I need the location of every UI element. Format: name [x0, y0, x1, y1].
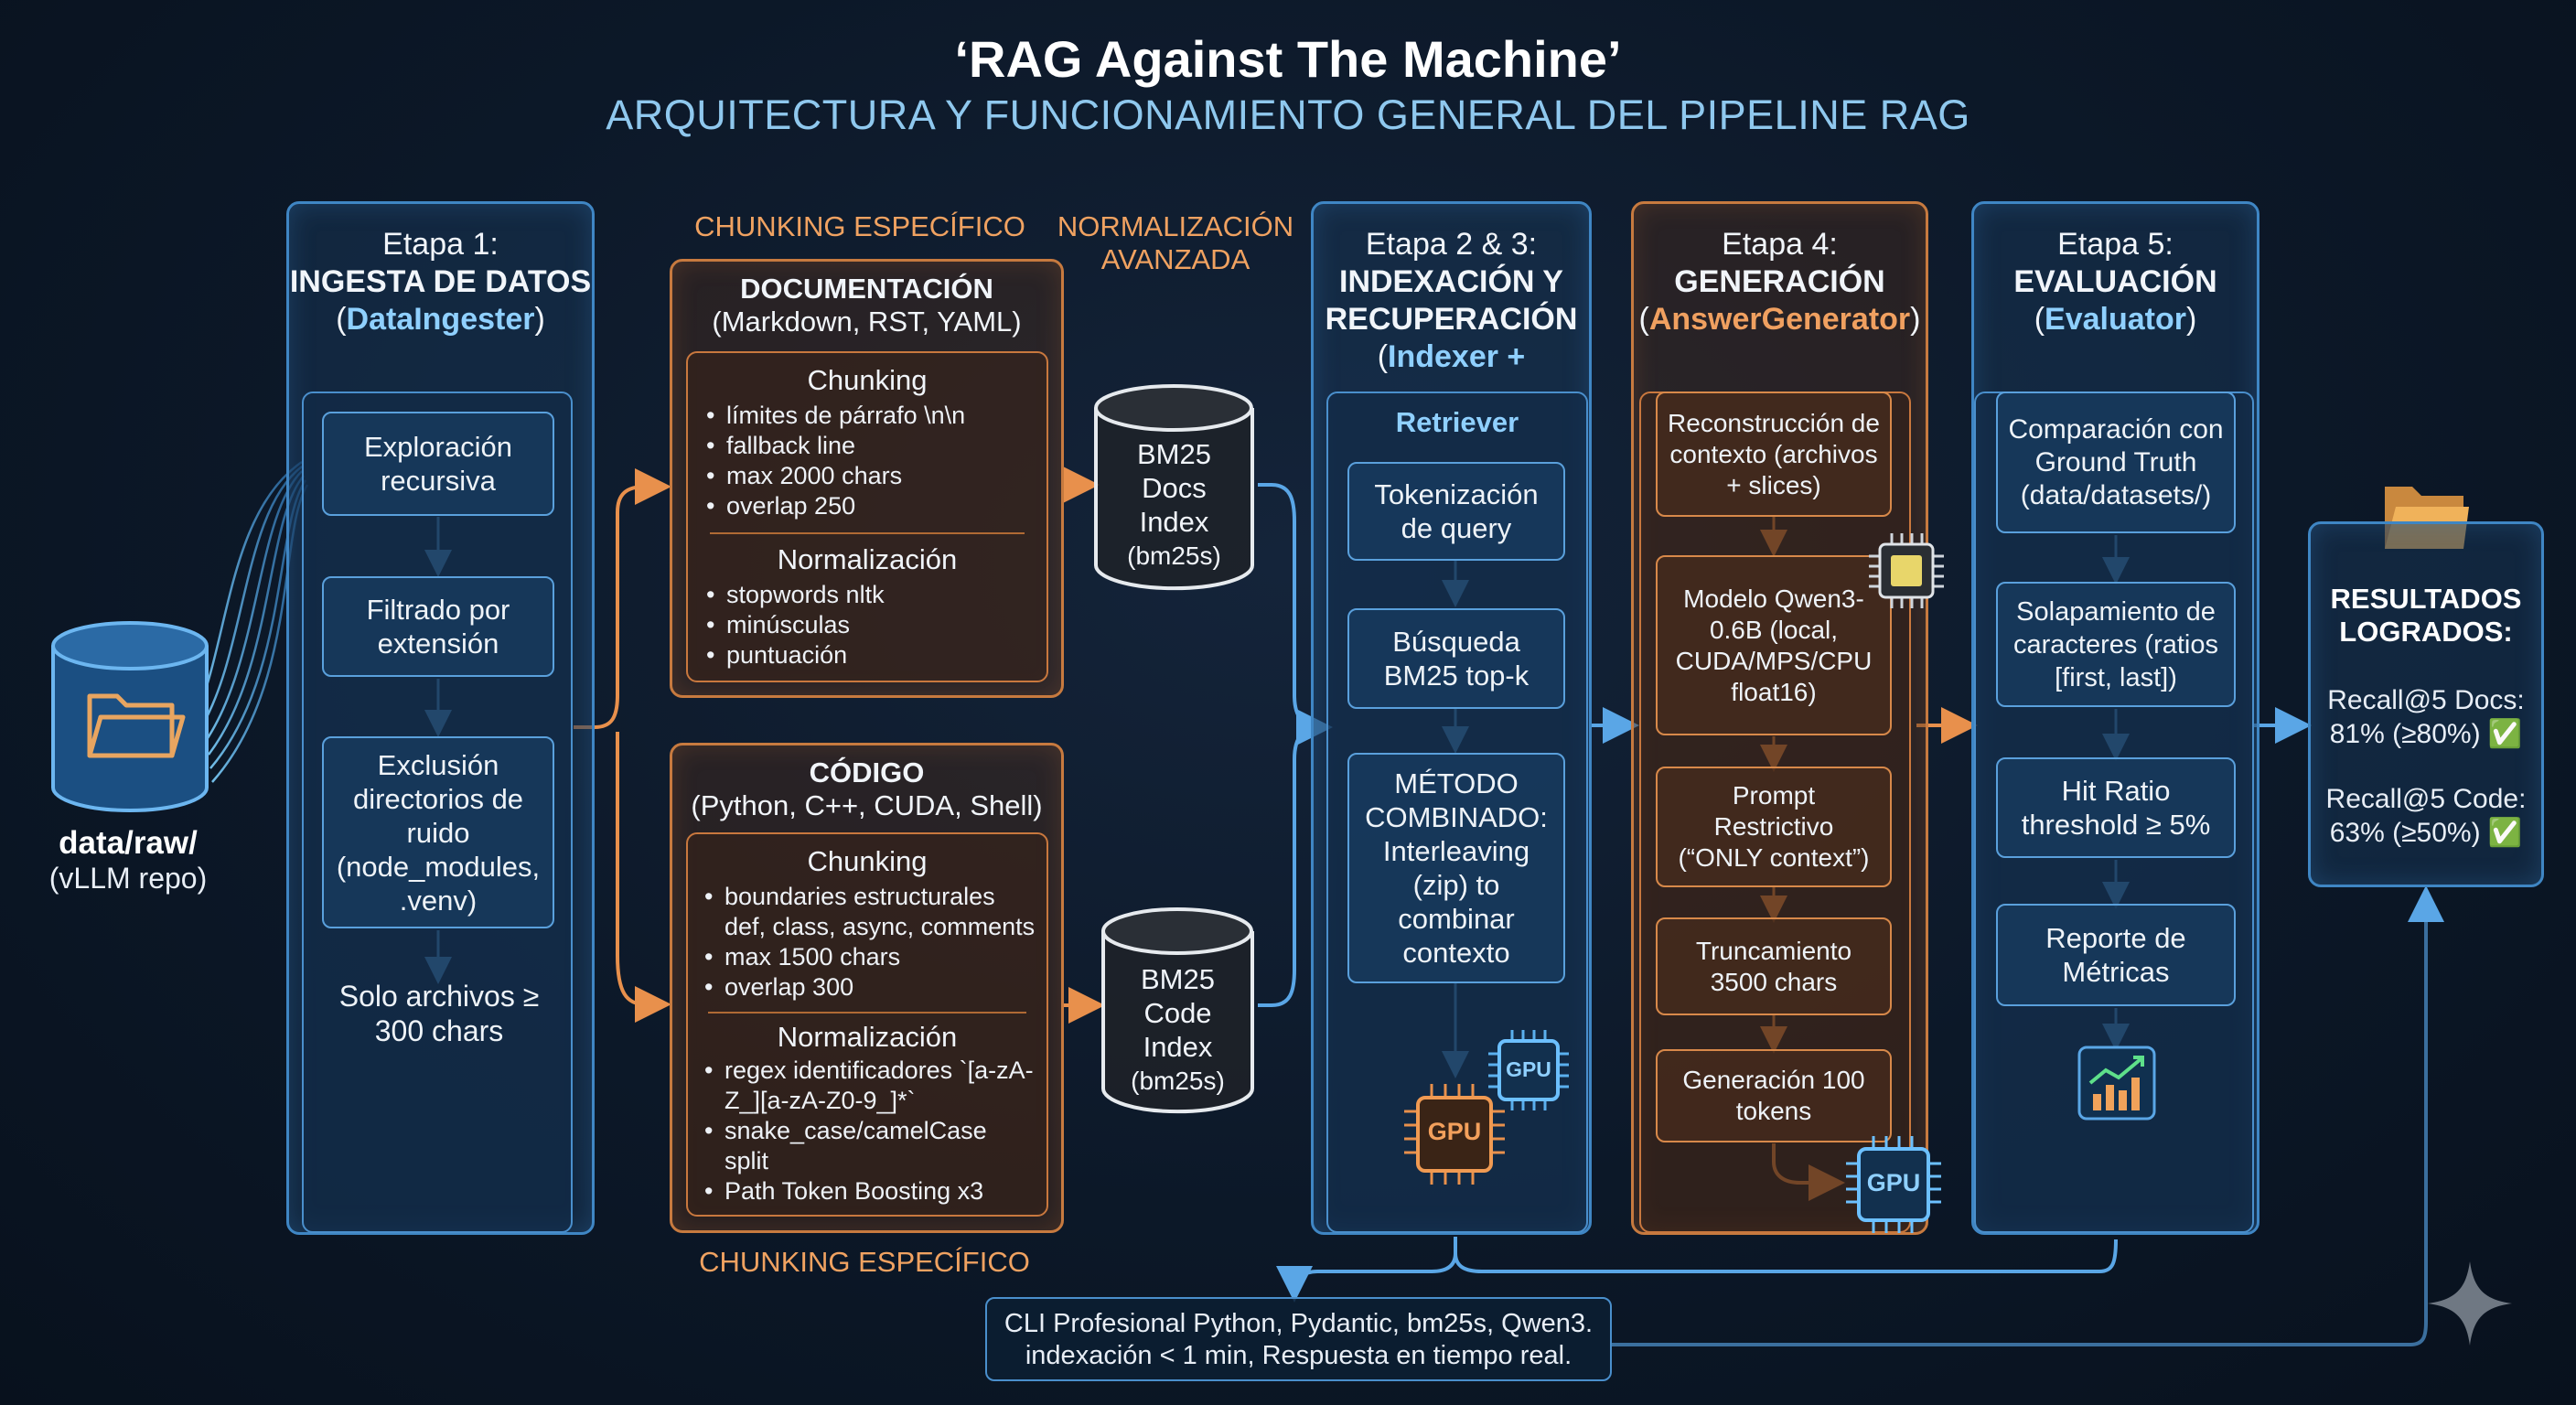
stage4-heading: Etapa 4:: [1722, 227, 1838, 262]
divider: [710, 532, 1025, 534]
source-label: data/raw/ (vLLM repo): [18, 825, 238, 896]
list-item: Path Token Boosting x3: [699, 1176, 1036, 1207]
bm25-code-index: BM25 Code Index (bm25s): [1098, 906, 1258, 1118]
divider: [708, 1012, 1026, 1014]
stage1-class: DataIngester: [346, 302, 535, 337]
stage23-heading: Etapa 2 & 3:: [1365, 227, 1538, 262]
stage5-class: Evaluator: [2045, 302, 2186, 337]
results-docs: Recall@5 Docs: 81% (≥80%) ✅: [2327, 685, 2525, 749]
code-chunking-list: boundaries estructurales def, class, asy…: [699, 882, 1036, 1003]
stage1-heading: Etapa 1:: [382, 227, 499, 262]
stage5-step-comparacion: Comparación con Ground Truth (data/datas…: [1996, 391, 2236, 533]
stage23-step-busqueda: Búsqueda BM25 top-k: [1347, 608, 1565, 709]
source-database: [46, 618, 215, 815]
stage4-header: Etapa 4: GENERACIÓN (AnswerGenerator): [1634, 226, 1926, 338]
stage4-step-prompt: Prompt Restrictivo (“ONLY context”): [1656, 767, 1892, 887]
list-item: overlap 300: [699, 972, 1036, 1003]
chunking-top-label: CHUNKING ESPECÍFICO: [694, 210, 1025, 242]
code-title: CÓDIGO: [809, 756, 925, 788]
stage5-step-solapamiento: Solapamiento de caracteres (ratios [firs…: [1996, 582, 2236, 707]
gpu-label: GPU: [1506, 1057, 1551, 1081]
sparkle-icon: [2424, 1258, 2516, 1349]
stage5-step-reporte: Reporte de Métricas: [1996, 904, 2236, 1006]
list-item: max 2000 chars: [701, 461, 1034, 491]
bar-chart-icon: [2077, 1045, 2157, 1121]
results-code: Recall@5 Code: 63% (≥50%) ✅: [2325, 784, 2527, 848]
stage5-step-hitratio: Hit Ratio threshold ≥ 5%: [1996, 757, 2236, 858]
cli-info-box: CLI Profesional Python, Pydantic, bm25s,…: [985, 1297, 1612, 1381]
source-sublabel: (vLLM repo): [48, 862, 208, 895]
stage1-footer: Solo archivos ≥ 300 chars: [338, 980, 540, 1047]
stage4-class: AnswerGenerator: [1648, 302, 1911, 337]
results-panel: RESULTADOS LOGRADOS: Recall@5 Docs: 81% …: [2308, 521, 2544, 887]
stage23-step-tokenizacion: Tokenización de query: [1347, 462, 1565, 561]
stage23-class: Indexer +: [1388, 339, 1526, 374]
list-item: max 1500 chars: [699, 942, 1036, 972]
code-inner: Chunking boundaries estructurales def, c…: [686, 832, 1048, 1217]
bm25-docs-label: BM25 Docs Index (bm25s): [1127, 438, 1221, 570]
cylinder-icon: [1094, 384, 1254, 591]
normalizacion-label: NORMALIZACIÓN AVANZADA: [1057, 210, 1294, 275]
docs-chunking-list: límites de párrafo \n\n fallback line ma…: [701, 401, 1034, 521]
list-item: regex identificadores `[a-zA-Z_][a-zA-Z0…: [699, 1056, 1036, 1116]
stage4-step-truncamiento: Truncamiento 3500 chars: [1656, 917, 1892, 1015]
stage1-step-filtrado: Filtrado por extensión: [322, 576, 554, 677]
list-item: fallback line: [701, 431, 1034, 461]
source-flow-lines: [195, 460, 309, 783]
page-title: ‘RAG Against The Machine’: [954, 30, 1622, 88]
code-norm-title: Normalización: [777, 1021, 958, 1053]
chunking-bottom-label: CHUNKING ESPECÍFICO: [699, 1246, 1030, 1278]
code-norm-list: regex identificadores `[a-zA-Z_][a-zA-Z0…: [699, 1056, 1036, 1207]
database-icon: [51, 621, 209, 812]
page-subtitle: ARQUITECTURA Y FUNCIONAMIENTO GENERAL DE…: [606, 91, 1970, 138]
stage4-step-modelo: Modelo Qwen3-0.6B (local, CUDA/MPS/CPU f…: [1656, 555, 1892, 735]
list-item: overlap 250: [701, 491, 1034, 521]
list-item: boundaries estructurales def, class, asy…: [699, 882, 1036, 942]
stage1-name: INGESTA DE DATOS: [289, 264, 592, 299]
results-title: RESULTADOS LOGRADOS:: [2330, 583, 2522, 648]
bm25-code-label: BM25 Code Index (bm25s): [1131, 963, 1225, 1095]
bm25-docs-index: BM25 Docs Index (bm25s): [1090, 382, 1258, 595]
stage5-name: EVALUACIÓN: [2013, 264, 2217, 299]
stage5-heading: Etapa 5:: [2057, 227, 2174, 262]
stage1-step-exclusion: Exclusión directorios de ruido (node_mod…: [322, 736, 554, 928]
stage23-step-combinado: MÉTODO COMBINADO: Interleaving (zip) to …: [1347, 753, 1565, 983]
cpu-chip-icon: [1866, 531, 1947, 611]
cli-line2: indexación < 1 min, Respuesta en tiempo …: [1025, 1341, 1572, 1370]
stage4-step-generacion: Generación 100 tokens: [1656, 1049, 1892, 1142]
source-path: data/raw/: [59, 825, 198, 861]
stage4-name: GENERACIÓN: [1674, 264, 1885, 299]
stage5-header: Etapa 5: EVALUACIÓN (Evaluator): [1974, 226, 2257, 338]
gpu-chip-icon: GPU: [1400, 1079, 1509, 1189]
folder-icon: [87, 693, 186, 758]
retriever-label: Retriever: [1395, 406, 1519, 438]
list-item: stopwords nltk: [701, 580, 1034, 610]
gpu-chip-icon: GPU: [1839, 1134, 1948, 1235]
cli-line1: CLI Profesional Python, Pydantic, bm25s,…: [1004, 1309, 1594, 1338]
stage1-header: Etapa 1: INGESTA DE DATOS (DataIngester): [289, 227, 592, 337]
docs-chunking-title: Chunking: [807, 364, 928, 396]
gpu-chip-icon: GPU: [1485, 1026, 1572, 1114]
docs-title: DOCUMENTACIÓN: [740, 273, 993, 305]
stage23-header: Etapa 2 & 3: INDEXACIÓN Y RECUPERACIÓN (…: [1314, 226, 1589, 376]
stage4-step-reconstruccion: Reconstrucción de contexto (archivos + s…: [1656, 391, 1892, 517]
cylinder-icon: [1101, 907, 1254, 1114]
code-chunking-title: Chunking: [807, 845, 928, 877]
docs-inner: Chunking límites de párrafo \n\n fallbac…: [686, 351, 1048, 682]
code-subtitle: (Python, C++, CUDA, Shell): [691, 789, 1043, 821]
docs-norm-title: Normalización: [777, 543, 958, 575]
gpu-label: GPU: [1866, 1169, 1921, 1196]
stage1-step-exploracion: Exploración recursiva: [322, 412, 554, 516]
gpu-label: GPU: [1427, 1118, 1482, 1145]
docs-subtitle: (Markdown, RST, YAML): [712, 306, 1022, 338]
docs-norm-list: stopwords nltk minúsculas puntuación: [701, 580, 1034, 670]
list-item: límites de párrafo \n\n: [701, 401, 1034, 431]
list-item: puntuación: [701, 640, 1034, 670]
list-item: minúsculas: [701, 610, 1034, 640]
list-item: snake_case/camelCase split: [699, 1116, 1036, 1176]
